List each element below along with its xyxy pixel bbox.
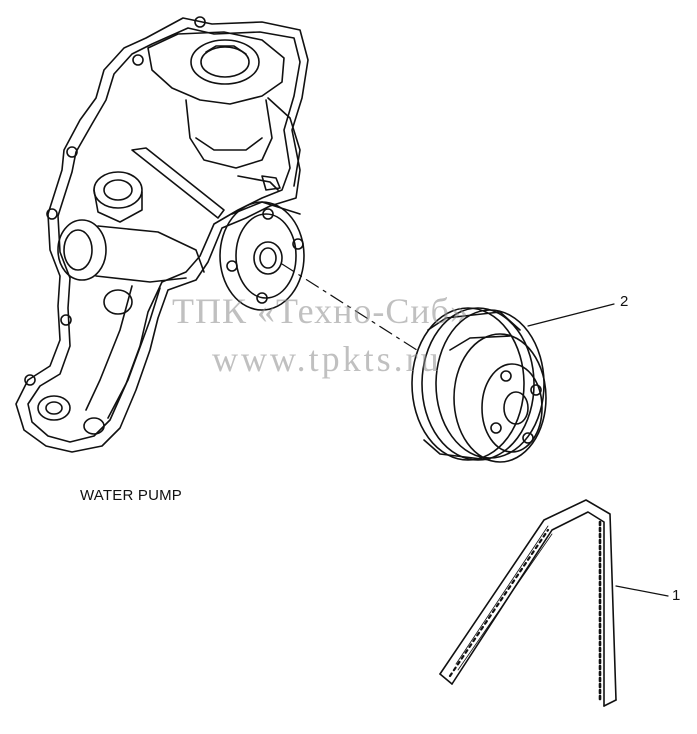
shaft-axis-line	[281, 263, 421, 353]
watermark-company: ТПК «Техно-Сиб»	[172, 291, 469, 331]
leader-line-1	[615, 585, 669, 597]
callout-belt: 1	[672, 587, 681, 604]
timing-belt	[439, 499, 617, 707]
callout-pulley: 2	[620, 293, 629, 310]
watermark-website: www.tpkts.ru	[212, 339, 442, 379]
diagram-caption: WATER PUMP	[80, 487, 182, 504]
leader-line-2	[527, 303, 615, 327]
water-pump-housing	[15, 16, 309, 453]
pulley	[411, 307, 547, 463]
